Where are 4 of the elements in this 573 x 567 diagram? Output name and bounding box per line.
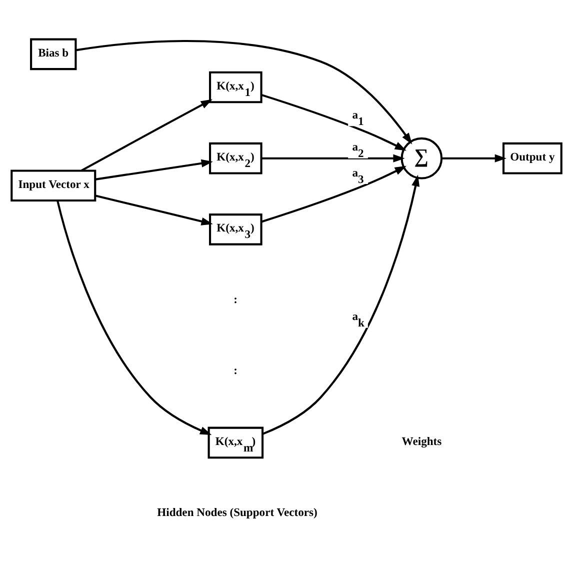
label: : [234,292,238,306]
label: Hidden Nodes (Support Vectors) [157,506,318,519]
label: Weights [402,434,442,448]
label: : [234,363,238,376]
